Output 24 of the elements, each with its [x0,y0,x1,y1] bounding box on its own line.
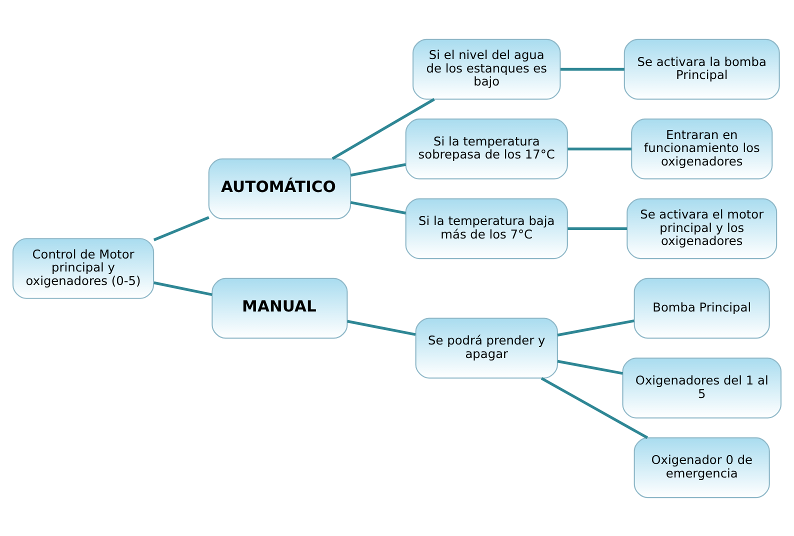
connector [347,319,416,336]
node-box: Entraran en funcionamiento los oxigenadores [631,118,773,179]
node-box: Si la temperatura baja más de los 7°C [405,198,568,259]
node-box: Si el nivel del agua de los estanques es bajo [412,38,561,100]
node-box: Se activara el motor principal y los oxigenadores [626,198,778,259]
node-box: Control de Motor principal y oxigenadores (0-5) [12,238,154,298]
node-box: Bomba Principal [634,277,770,338]
node-box: MANUAL [212,277,348,338]
connector [350,200,406,214]
connector [153,216,210,241]
connector [568,147,632,150]
connector [560,67,624,70]
node-box: Se activara la bomba Principal [624,38,780,100]
connector [568,226,628,230]
connector [154,280,212,296]
connector [540,376,648,438]
connector [557,359,623,374]
connector [557,318,634,336]
node-box: AUTOMÁTICO [208,158,352,219]
node-box: Si la temperatura sobrepasa de los 17°C [405,118,568,179]
node-box: Oxigenadores del 1 al 5 [622,357,782,418]
node-box: Oxigenador 0 de emergencia [634,436,770,498]
connector [350,162,406,176]
node-box: Se podrá prender y apagar [415,317,558,378]
